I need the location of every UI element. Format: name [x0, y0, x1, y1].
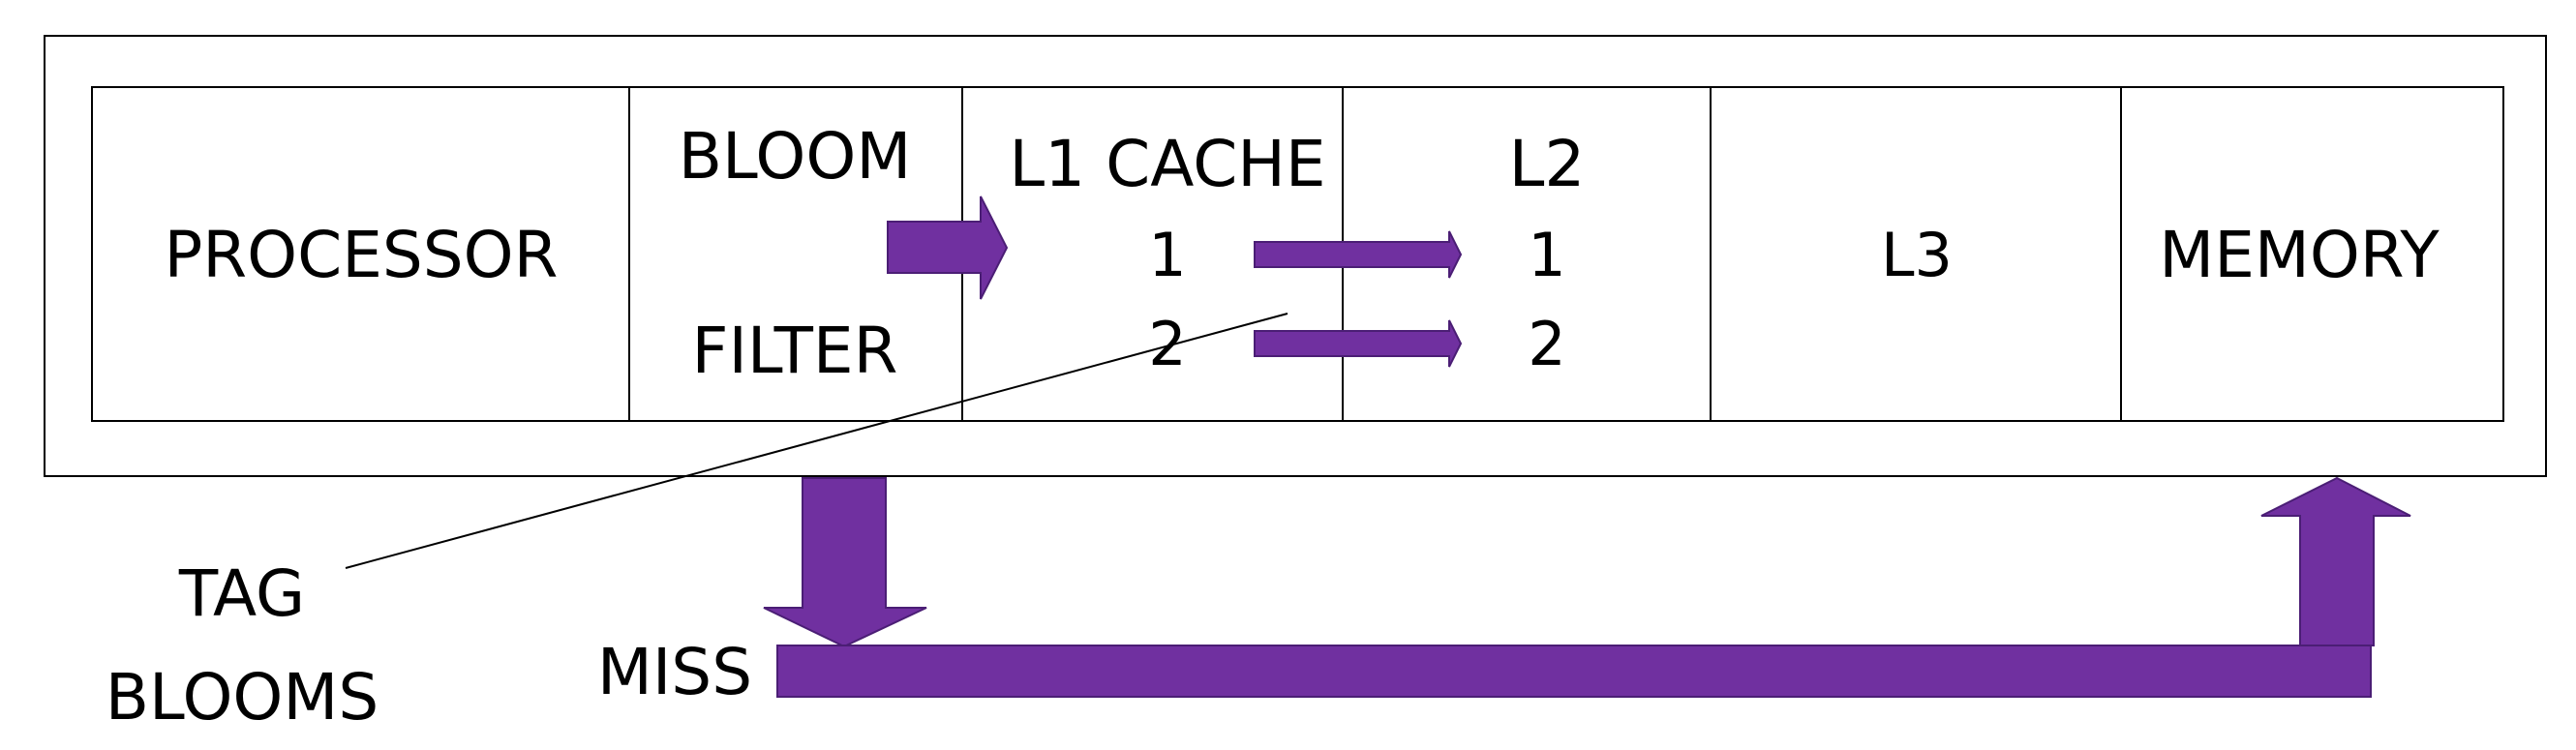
outer-boundary [44, 35, 2547, 477]
processor-label: PROCESSOR [165, 218, 559, 292]
miss-path-bar [776, 645, 2372, 698]
l1-to-l2-arrow-1 [1254, 230, 1463, 279]
miss-down-arrow [763, 477, 927, 648]
bloom-to-l1-arrow [887, 195, 1009, 300]
bloom-filter-label-line2: FILTER [692, 314, 898, 388]
miss-label: MISS [597, 635, 752, 709]
l1-item-2: 2 [1148, 309, 1186, 379]
l3-label: L3 [1881, 220, 1953, 290]
l1-to-l2-arrow-2 [1254, 319, 1463, 368]
memory-label: MEMORY [2159, 218, 2440, 292]
l1-item-1: 1 [1148, 220, 1186, 290]
l2-item-1: 1 [1528, 220, 1565, 290]
memory-up-arrow [2260, 476, 2411, 646]
block-row [91, 86, 2504, 422]
tag-blooms-label-line2: BLOOMS [106, 660, 379, 735]
tag-blooms-pointer-line [345, 313, 1288, 569]
l1-cache-title: L1 CACHE [1009, 127, 1325, 201]
l2-title: L2 [1509, 127, 1586, 201]
tag-blooms-label-line1: TAG [178, 556, 305, 631]
bloom-filter-label-line1: BLOOM [679, 119, 912, 194]
l2-item-2: 2 [1528, 309, 1565, 379]
